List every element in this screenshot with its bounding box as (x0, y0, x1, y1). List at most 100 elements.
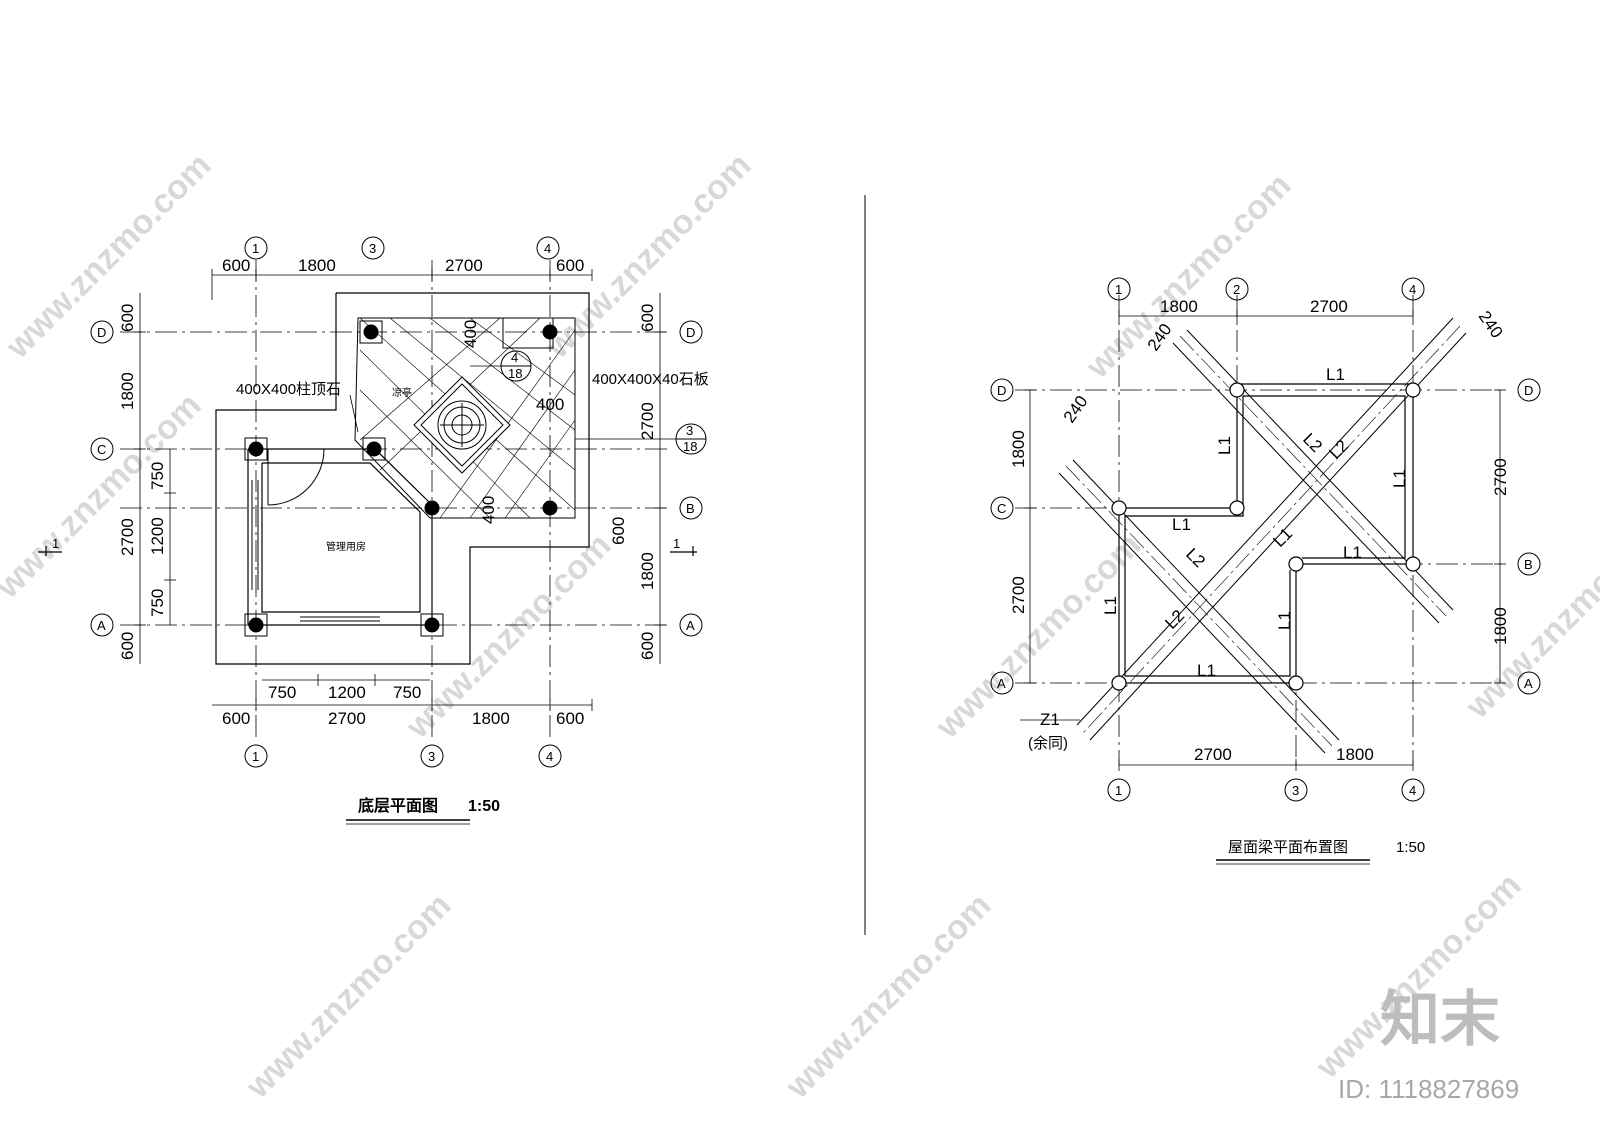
window-bottom (300, 616, 380, 622)
window-left (251, 480, 259, 590)
drawing-scale: 1:50 (468, 798, 500, 815)
dim-text: 2700 (1310, 297, 1348, 316)
drawing-title: 屋面梁平面布置图 (1228, 839, 1348, 856)
axis-label: A (997, 676, 1006, 691)
axis-label: B (686, 501, 695, 516)
room-walls (247, 448, 433, 626)
dimension-lines (134, 269, 666, 711)
beam-label-l1: L1 (1269, 524, 1296, 551)
drawing-title: 底层平面图 (358, 796, 438, 815)
beam-label-l1: L1 (1390, 469, 1409, 488)
axis-label: 2 (1233, 282, 1240, 297)
dim-text: 750 (268, 683, 296, 702)
detail-ref-number: 4 (511, 350, 518, 365)
axis-label: 4 (544, 241, 551, 256)
beam-l1 (1118, 383, 1414, 684)
axis-label: C (97, 442, 106, 457)
stone-slab-note: 400X400X40石板 (592, 370, 709, 388)
dim-text: 600 (638, 632, 657, 660)
dim-text: 2700 (328, 709, 366, 728)
central-table (413, 376, 511, 474)
watermark-text: www.znzmo.com (778, 886, 998, 1106)
image-id-text: ID: 1118827869 (1338, 1074, 1519, 1104)
room-label: 管理用房 (326, 540, 366, 553)
axis-label: 4 (1409, 783, 1416, 798)
watermark-layer: www.znzmo.com www.znzmo.com www.znzmo.co… (0, 146, 1600, 1106)
dim-text: 600 (222, 709, 250, 728)
dim-text: 1800 (638, 552, 657, 590)
ground-floor-plan (38, 236, 707, 768)
beam-centerlines (1065, 325, 1461, 747)
column-note: (余同) (1028, 734, 1068, 752)
dim-text: 400 (461, 320, 480, 348)
beam-label-l1: L1 (1343, 543, 1362, 562)
column-cap-note: 400X400柱顶石 (236, 381, 341, 398)
columns (244, 320, 558, 637)
detail-ref-sheet: 18 (508, 366, 522, 381)
axis-grid (120, 260, 670, 740)
axis-label: A (1524, 676, 1533, 691)
axis-label: 3 (1292, 783, 1299, 798)
axis-label: 4 (546, 749, 553, 764)
dim-text: 400 (479, 496, 498, 524)
axis-label: B (1524, 557, 1533, 572)
axis-label: 1 (1115, 282, 1122, 297)
dim-text: 2700 (1491, 458, 1510, 496)
column-label: Z1 (1040, 710, 1060, 729)
dim-text: 1800 (1336, 745, 1374, 764)
axis-label: D (686, 325, 695, 340)
dim-text: 750 (148, 462, 167, 490)
dim-text: 750 (148, 589, 167, 617)
roof-dimension-lines (1020, 310, 1506, 771)
roof-beam-plan (990, 277, 1541, 802)
axis-label: 4 (1409, 282, 1416, 297)
beam-label-l1: L1 (1197, 661, 1216, 680)
dim-text: 1200 (148, 517, 167, 555)
beam-label-l1: L1 (1215, 436, 1234, 455)
dim-text: 1800 (298, 256, 336, 275)
dim-text: 600 (556, 256, 584, 275)
watermark-text: www.znzmo.com (928, 526, 1148, 746)
dim-text: 400 (536, 395, 564, 414)
axis-label: D (97, 325, 106, 340)
dim-text: 240 (1060, 392, 1092, 426)
dim-text: 600 (222, 256, 250, 275)
axis-label: 3 (428, 749, 435, 764)
beam-label-l1: L1 (1101, 596, 1120, 615)
roof-axis-bubbles (990, 277, 1541, 802)
dim-text: 1800 (472, 709, 510, 728)
dim-text: 2700 (445, 256, 483, 275)
drawing-scale: 1:50 (1396, 839, 1425, 856)
leader-line (349, 394, 359, 433)
pavilion-label: 凉亭 (392, 386, 412, 399)
dim-text: 1800 (1491, 607, 1510, 645)
section-label: 1 (673, 536, 680, 551)
axis-label: 1 (252, 749, 259, 764)
axis-label: 1 (1115, 783, 1122, 798)
beam-label-l1: L1 (1326, 365, 1345, 384)
beam-label-l2: L2 (1325, 436, 1352, 463)
section-mark-right (670, 546, 697, 556)
dim-text: 750 (393, 683, 421, 702)
beam-label-l2: L2 (1182, 544, 1209, 571)
dim-text: 1800 (1009, 430, 1028, 468)
watermark-text: www.znzmo.com (1078, 166, 1298, 386)
dim-text: 2700 (1009, 576, 1028, 614)
dim-text: 1800 (1160, 297, 1198, 316)
axis-label: D (1524, 383, 1533, 398)
watermark-text: www.znzmo.com (238, 886, 458, 1106)
section-label: 1 (52, 536, 59, 551)
ground-plan-text: 1 3 4 1 3 4 D C A D B A 600 1800 2700 60… (52, 241, 709, 825)
dim-text: 600 (638, 304, 657, 332)
dim-text: 600 (118, 632, 137, 660)
dim-text: 2700 (638, 402, 657, 440)
dim-text: 600 (609, 517, 628, 545)
axis-label: 3 (369, 241, 376, 256)
beam-label-l1: L1 (1275, 611, 1294, 630)
dim-text: 2700 (118, 518, 137, 556)
dim-text: 600 (556, 709, 584, 728)
detail-ref-number: 3 (686, 423, 693, 438)
watermark-text: www.znzmo.com (0, 146, 218, 366)
dim-text: 2700 (1194, 745, 1232, 764)
